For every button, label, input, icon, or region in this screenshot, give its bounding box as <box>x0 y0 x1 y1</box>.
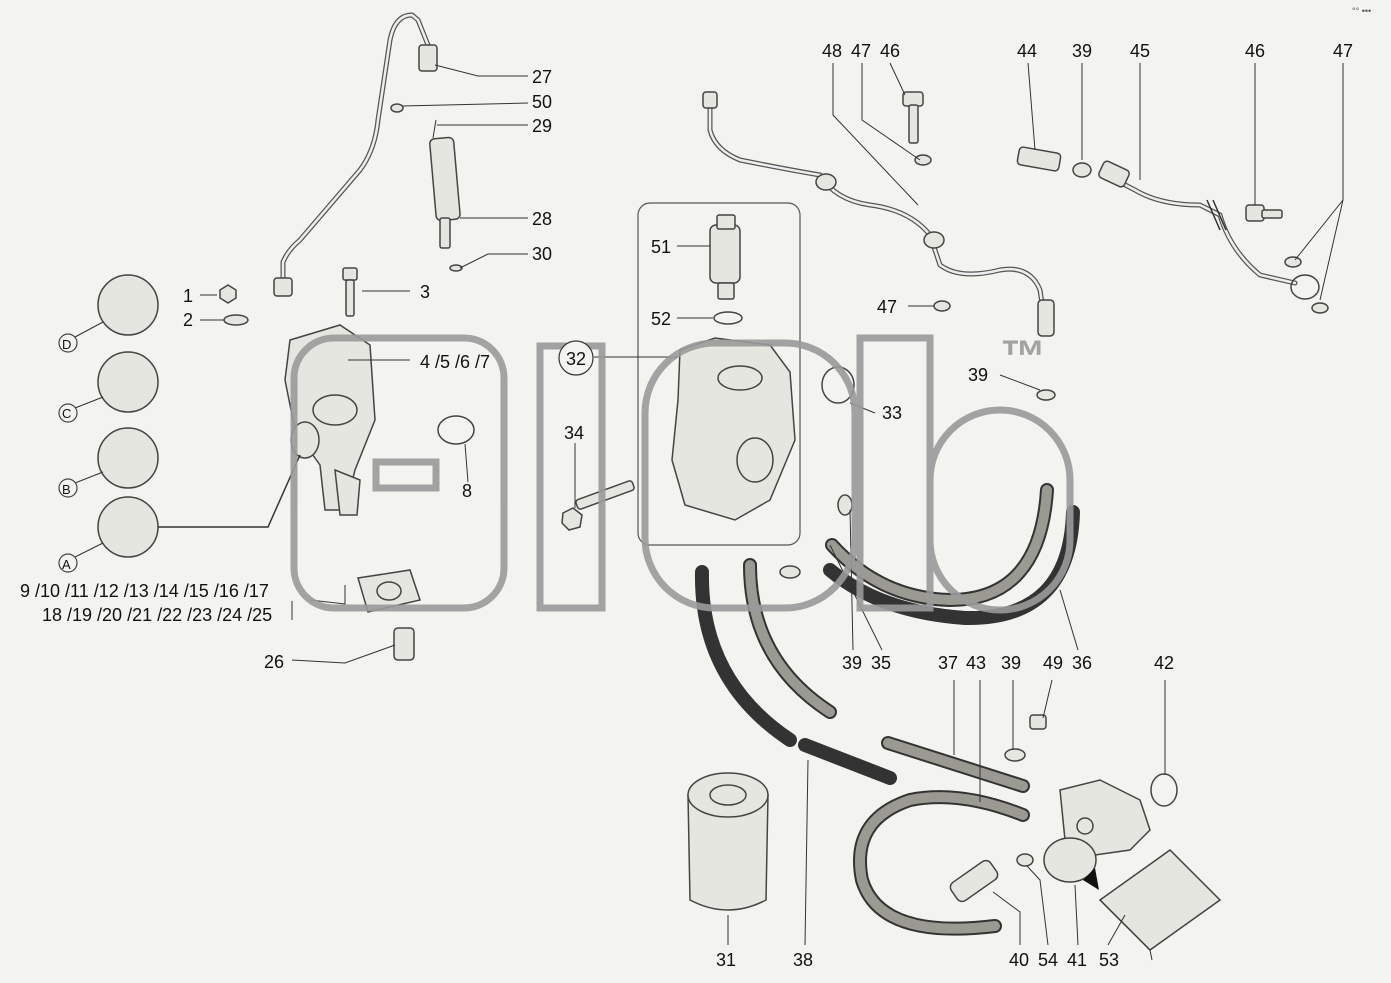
label-48: 48 <box>822 41 842 61</box>
detail-circle-c: C <box>58 351 159 423</box>
o-ring-8 <box>437 415 475 445</box>
nut-1-washer-2 <box>219 284 249 326</box>
detail-circle-a: A <box>58 454 301 573</box>
seal-54 <box>1016 853 1034 867</box>
label-34: 34 <box>564 423 584 443</box>
label-38: 38 <box>793 950 813 970</box>
label-8: 8 <box>462 481 472 501</box>
washer-47c <box>933 300 951 312</box>
label-43: 43 <box>966 653 986 673</box>
label-51: 51 <box>651 237 671 257</box>
label-29: 29 <box>532 116 552 136</box>
hose-37 <box>881 736 1030 793</box>
svg-text:A: A <box>62 557 71 572</box>
leader-lines <box>200 62 1344 946</box>
return-line-45 <box>1098 160 1320 300</box>
label-31: 31 <box>716 950 736 970</box>
label-41: 41 <box>1067 950 1087 970</box>
svg-text:C: C <box>62 406 71 421</box>
filter-head-frame <box>637 202 801 546</box>
fuel-filter-31 <box>687 772 769 911</box>
clamp-39d <box>1004 748 1026 762</box>
label-range-18-25: 18 /19 /20 /21 /22 /23 /24 /25 <box>42 605 272 625</box>
corner-mark: °° ••• <box>1352 6 1371 16</box>
clamp-39b <box>1036 389 1056 401</box>
label-40: 40 <box>1009 950 1029 970</box>
label-39c: 39 <box>842 653 862 673</box>
label-2: 2 <box>183 310 193 330</box>
banjo-bolt-46b <box>1245 204 1283 222</box>
label-52: 52 <box>651 309 671 329</box>
svg-text:B: B <box>62 482 71 497</box>
seal-52 <box>713 311 743 325</box>
label-46a: 46 <box>880 41 900 61</box>
hose-44 <box>1016 146 1062 172</box>
washers-47b <box>1284 256 1329 314</box>
label-36: 36 <box>1072 653 1092 673</box>
svg-text:D: D <box>62 337 71 352</box>
label-49: 49 <box>1043 653 1063 673</box>
label-26: 26 <box>264 652 284 672</box>
kit-53 <box>1098 849 1222 961</box>
detail-circle-d: D <box>58 274 159 353</box>
label-45: 45 <box>1130 41 1150 61</box>
label-37: 37 <box>938 653 958 673</box>
label-53: 53 <box>1099 950 1119 970</box>
label-44: 44 <box>1017 41 1037 61</box>
label-50: 50 <box>532 92 552 112</box>
callout-labels: 27 50 29 28 30 1 2 3 4 /5 /6 /7 8 9 /10 … <box>20 41 1353 970</box>
injection-line-27 <box>273 12 438 297</box>
label-39b: 39 <box>968 365 988 385</box>
washer-50 <box>390 103 404 113</box>
fitting-40 <box>949 859 999 903</box>
return-line-48 <box>702 91 1055 337</box>
label-32-circle <box>558 340 594 376</box>
label-42: 42 <box>1154 653 1174 673</box>
hose-43 <box>853 790 1030 936</box>
label-47c: 47 <box>877 297 897 317</box>
label-33: 33 <box>882 403 902 423</box>
label-28: 28 <box>532 209 552 229</box>
valve-3 <box>342 267 358 317</box>
hose-35 <box>825 483 1054 608</box>
sensor-51 <box>709 214 741 300</box>
label-32: 32 <box>566 349 586 369</box>
detail-circle-b: B <box>58 427 159 498</box>
label-46b: 46 <box>1245 41 1265 61</box>
label-47b: 47 <box>1333 41 1353 61</box>
flange-26 <box>357 569 421 661</box>
label-47a: 47 <box>851 41 871 61</box>
label-39a: 39 <box>1072 41 1092 61</box>
fitting-49 <box>1029 714 1047 730</box>
label-1: 1 <box>183 286 193 306</box>
label-4-5-6-7: 4 /5 /6 /7 <box>420 352 490 372</box>
clamp-39a <box>1072 162 1092 178</box>
label-27: 27 <box>532 67 552 87</box>
label-54: 54 <box>1038 950 1058 970</box>
label-3: 3 <box>420 282 430 302</box>
watermark: ™ <box>290 330 1074 614</box>
banjo-bolt-46a <box>902 91 924 144</box>
bolt-34 <box>561 480 635 531</box>
filter-head-32 <box>671 337 796 521</box>
hose-38 <box>798 738 897 785</box>
washer-47a <box>914 154 932 166</box>
watermark-tm: ™ <box>1000 330 1046 382</box>
seal-30 <box>449 264 463 272</box>
clamp-39c <box>779 494 853 579</box>
label-30: 30 <box>532 244 552 264</box>
label-range-9-17: 9 /10 /11 /12 /13 /14 /15 /16 /17 <box>20 581 269 601</box>
o-ring-42 <box>1150 773 1178 807</box>
injector-28 <box>429 119 461 249</box>
label-35: 35 <box>871 653 891 673</box>
primer-pump-41 <box>1043 779 1151 890</box>
label-39d: 39 <box>1001 653 1021 673</box>
hose-left <box>694 558 837 747</box>
